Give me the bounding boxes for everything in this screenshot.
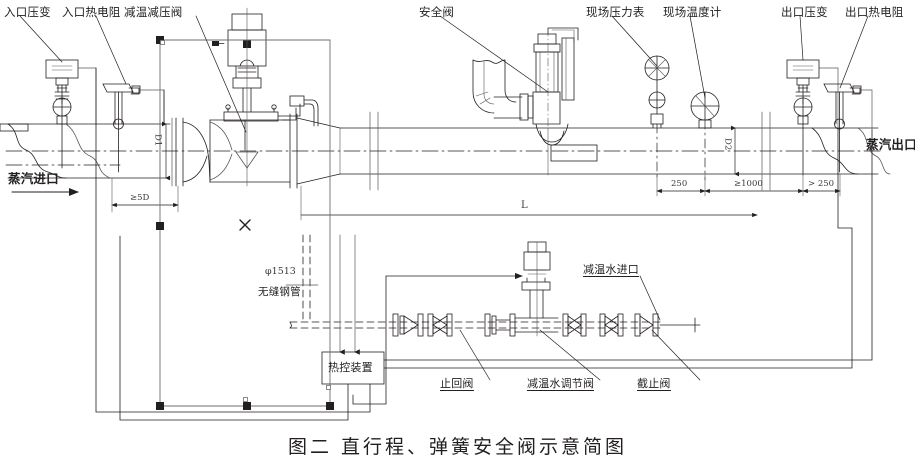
inlet-expander xyxy=(175,117,211,187)
label-inlet-rtd: 入口热电阻 xyxy=(62,5,121,19)
label-gt250: > 250 xyxy=(808,179,835,189)
label-L: L xyxy=(521,200,528,211)
label-water-control-valve: 减温水调节阀 xyxy=(527,377,595,392)
label-inlet-pressure-transmitter: 入口压变 xyxy=(4,5,51,19)
field-thermometer-symbol xyxy=(690,91,720,181)
instrument-signal-bus xyxy=(95,127,873,421)
dim-gt250 xyxy=(802,173,841,197)
terminal-symbol xyxy=(212,41,225,46)
cross-marker xyxy=(239,219,251,231)
pilot-piping xyxy=(277,95,319,127)
control-loop-frame xyxy=(159,39,331,407)
signal-wire-to-valve xyxy=(352,272,523,405)
label-field-thermometer: 现场温度计 xyxy=(663,5,722,19)
seamless-pipe-drop xyxy=(285,234,319,329)
label-water-inlet: 减温水进口 xyxy=(583,263,639,278)
valve-actuator xyxy=(227,7,267,187)
label-steam-inlet: 蒸汽进口 xyxy=(8,171,59,186)
gate-valve-3-symbol xyxy=(599,313,624,337)
inlet-rtd-symbol xyxy=(102,83,165,173)
figure-caption: 图二 直行程、弹簧安全阀示意简图 xyxy=(287,436,628,458)
label-steam-outlet: 蒸汽出口 xyxy=(866,137,915,152)
label-d2: D2 xyxy=(722,138,733,151)
stop-valve-symbol xyxy=(634,313,659,337)
label-seamless-pipe-spec: φ1513 xyxy=(265,266,296,277)
inlet-signal-runs xyxy=(95,67,165,129)
label-outlet-rtd: 出口热电阻 xyxy=(845,5,904,19)
gate-valve-1-symbol xyxy=(427,313,453,337)
water-control-valve-symbol xyxy=(514,241,559,337)
junction-markers xyxy=(156,36,334,410)
signal-wires-in xyxy=(339,234,360,355)
label-seamless-pipe: 无缝钢管 xyxy=(258,286,301,298)
dim-L xyxy=(300,185,758,221)
flange-pair-1 xyxy=(484,313,516,337)
pipe-nameplate xyxy=(550,144,598,162)
junction-markers-open xyxy=(160,40,331,402)
label-5d: ≥5D xyxy=(130,193,150,203)
outlet-pressure-transmitter-symbol xyxy=(786,59,839,176)
safety-valve-symbol xyxy=(0,27,579,176)
label-stop-valve: 截止阀 xyxy=(637,377,671,392)
label-field-pressure-gauge: 现场压力表 xyxy=(586,5,645,19)
field-pressure-gauge-symbol xyxy=(644,55,670,181)
main-steam-pipe xyxy=(339,127,867,175)
label-250: 250 xyxy=(671,179,688,189)
inlet-pressure-transmitter-symbol xyxy=(45,59,97,169)
label-check-valve: 止回阀 xyxy=(440,377,474,392)
leader-lines xyxy=(19,15,869,381)
steam-inlet-pipe xyxy=(7,123,171,179)
label-outlet-pressure-transmitter: 出口压变 xyxy=(781,5,828,19)
label-safety-valve: 安全阀 xyxy=(419,5,455,19)
label-thermal-control-device: 热控装置 xyxy=(328,361,373,374)
gate-valve-2-symbol xyxy=(562,313,587,337)
dim-5d xyxy=(111,177,179,213)
check-valve-symbol xyxy=(392,313,424,337)
label-d1: D1 xyxy=(152,134,163,147)
label-1000: ≥1000 xyxy=(734,179,763,189)
label-desuperheating-pressure-reducing-valve: 减温减压阀 xyxy=(124,5,183,19)
water-line xyxy=(289,317,701,333)
